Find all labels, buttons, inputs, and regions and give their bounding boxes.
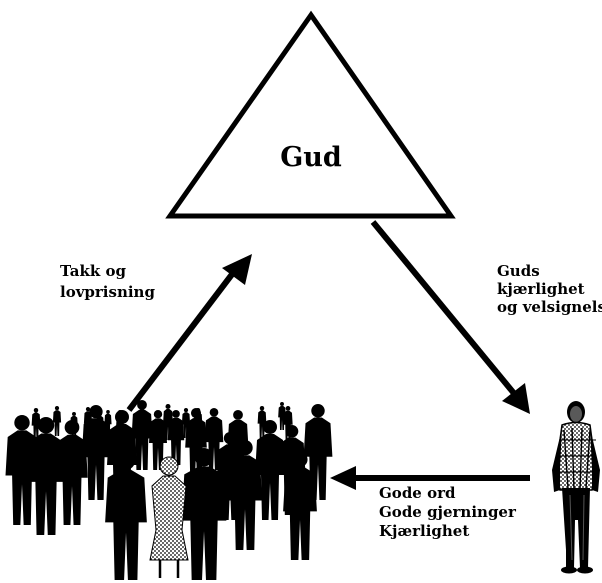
- crowd-person-light-dress: [149, 456, 189, 578]
- crowd-person: [131, 400, 153, 470]
- crowd-person: [28, 417, 64, 535]
- crowd-person: [167, 410, 185, 465]
- crowd-person: [81, 405, 111, 500]
- blessing-arrow: [370, 220, 530, 414]
- crowd-person: [227, 440, 263, 550]
- thanks-arrow: [126, 254, 252, 412]
- crowd-person: [149, 410, 167, 470]
- crowd-person: [31, 408, 41, 440]
- crowd-person: [181, 448, 227, 580]
- good-deeds-arrow: [330, 466, 530, 490]
- crowd-person: [257, 406, 267, 438]
- thanks-label: Takk og lovprisning: [60, 262, 155, 301]
- crowd-person: [255, 420, 285, 520]
- god-label: Gud: [280, 142, 342, 173]
- good-deeds-label: Gode ord Gode gjerninger Kjærlighet: [379, 484, 521, 540]
- crowd-person: [56, 420, 88, 525]
- person-figure: [552, 401, 600, 574]
- god-triangle: [165, 10, 456, 219]
- crowd-silhouette: [5, 400, 333, 580]
- crowd-person: [52, 406, 62, 436]
- blessing-label: Guds kjærlighet og velsignelse.: [497, 262, 602, 316]
- crowd-person: [105, 452, 147, 580]
- crowd-person: [283, 452, 317, 560]
